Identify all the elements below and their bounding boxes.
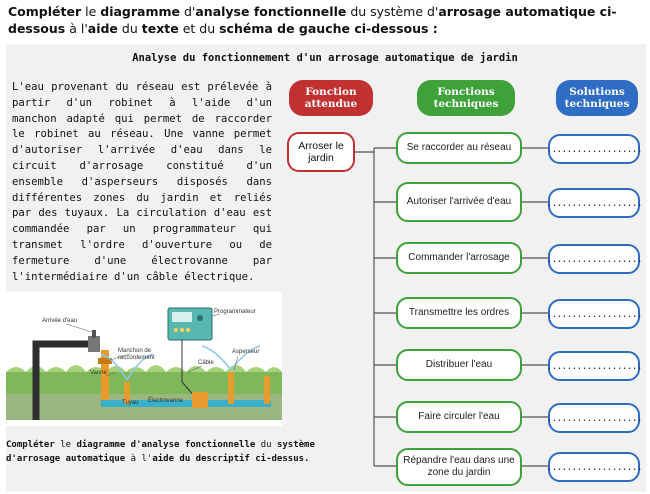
solution-technique-field[interactable]: ................... bbox=[546, 403, 643, 433]
hose-icon bbox=[101, 400, 271, 407]
fonction-attendue-box: Arroser le jardin bbox=[287, 132, 355, 172]
fonction-technique-box: Commander l'arrosage bbox=[396, 242, 522, 274]
description-text: L'eau provenant du réseau est prélevée à… bbox=[12, 81, 272, 283]
water-supply-pipe bbox=[32, 340, 91, 420]
solution-technique-field[interactable]: ................... bbox=[546, 299, 643, 329]
header-solutions-techniques: Solutions techniques bbox=[556, 80, 638, 116]
electric-cable bbox=[181, 340, 197, 399]
label-arrivee: Arrivée d'eau bbox=[42, 318, 78, 324]
fonction-technique-box: Transmettre les ordres bbox=[396, 297, 522, 329]
header-fonctions-techniques: Fonctions techniques bbox=[417, 80, 515, 116]
fonction-technique-box: Se raccorder au réseau bbox=[396, 132, 522, 164]
fonction-technique-box: Autoriser l'arrivée d'eau bbox=[396, 182, 522, 222]
label-electrovanne: Électrovanne bbox=[148, 398, 184, 404]
instruction-heading: Compléter le diagramme d'analyse fonctio… bbox=[8, 4, 617, 36]
label-asperseur: Asperseur bbox=[232, 349, 260, 355]
solution-technique-field[interactable]: ................... bbox=[546, 244, 643, 274]
label-vanne: Vanne bbox=[90, 370, 107, 376]
fonction-technique-box: Faire circuler l'eau bbox=[396, 401, 522, 433]
fonction-technique-box: Distribuer l'eau bbox=[396, 349, 522, 381]
solution-technique-field[interactable]: ................... bbox=[546, 188, 643, 218]
irrigation-illustration bbox=[6, 292, 282, 426]
fonction-technique-box: Répandre l'eau dans une zone du jardin bbox=[396, 448, 522, 486]
label-programmateur: Programmateur bbox=[214, 309, 256, 315]
label-tuyau: Tuyau bbox=[122, 400, 139, 406]
sprinkler-icon bbox=[124, 382, 130, 404]
solution-technique-field[interactable]: ................... bbox=[546, 134, 643, 164]
tap-icon bbox=[88, 336, 100, 352]
sprinkler-icon bbox=[228, 372, 234, 404]
label-cable: Câble bbox=[198, 360, 214, 366]
sprinkler-icon bbox=[264, 376, 270, 404]
solution-technique-field[interactable]: ................... bbox=[546, 351, 643, 381]
label-manchon: Manchon de raccordement bbox=[118, 348, 155, 361]
solution-technique-field[interactable]: ................... bbox=[546, 452, 643, 482]
footer-instruction: Compléter le diagramme d'analyse fonctio… bbox=[6, 440, 315, 464]
valve-icon bbox=[101, 350, 109, 402]
worksheet-subtitle: Analyse du fonctionnement d'un arrosage … bbox=[132, 52, 518, 64]
solenoid-valve-icon bbox=[192, 392, 208, 408]
header-fonction-attendue: Fonction attendue bbox=[289, 80, 373, 116]
